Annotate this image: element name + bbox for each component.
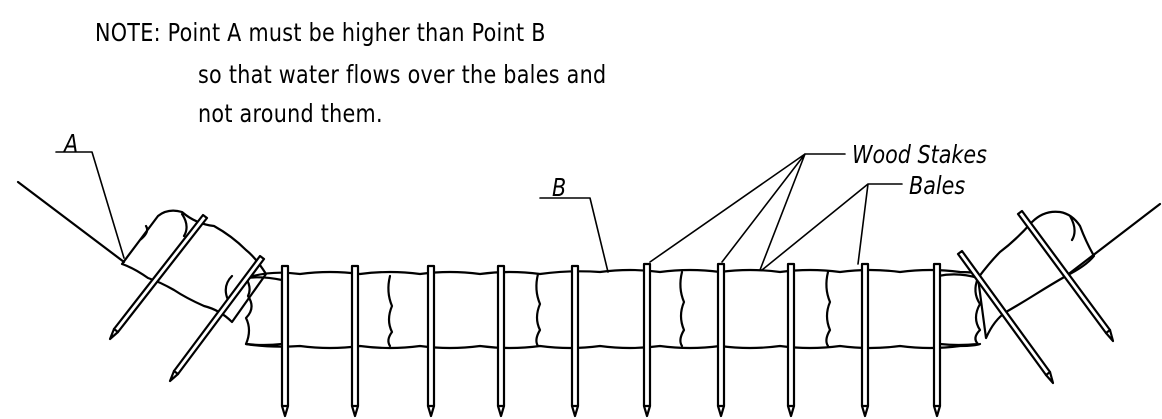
stakes-angled-left	[108, 213, 266, 383]
bale-row-bottom-edge	[244, 342, 982, 350]
bale-seam-3	[679, 270, 686, 348]
leader-a	[55, 151, 125, 259]
ground-slope-right	[1064, 202, 1162, 278]
ground-slope-left	[16, 180, 126, 264]
leader-wood-stakes	[649, 153, 846, 271]
note-line-1: NOTE: Point A must be higher than Point …	[95, 18, 546, 47]
bale-row-top-edge	[244, 268, 982, 280]
note-line-3: not around them.	[198, 99, 383, 128]
label-wood-stakes: Wood Stakes	[852, 140, 987, 169]
label-point-b: B	[552, 173, 567, 202]
leader-bales	[761, 183, 903, 271]
bale-right-upper	[976, 210, 1096, 340]
note-line-2: so that water flows over the bales and	[198, 60, 607, 89]
bale-left-lower	[244, 276, 284, 347]
stakes-vertical	[280, 262, 942, 418]
stakes-angled-right	[956, 209, 1115, 385]
bale-seam-4	[825, 270, 832, 348]
leader-b	[539, 197, 609, 273]
bale-right-lower	[936, 273, 982, 347]
label-point-a: A	[64, 129, 79, 158]
bale-seam-1	[387, 274, 394, 348]
bale-seam-2	[535, 272, 542, 348]
label-bales: Bales	[909, 171, 966, 200]
